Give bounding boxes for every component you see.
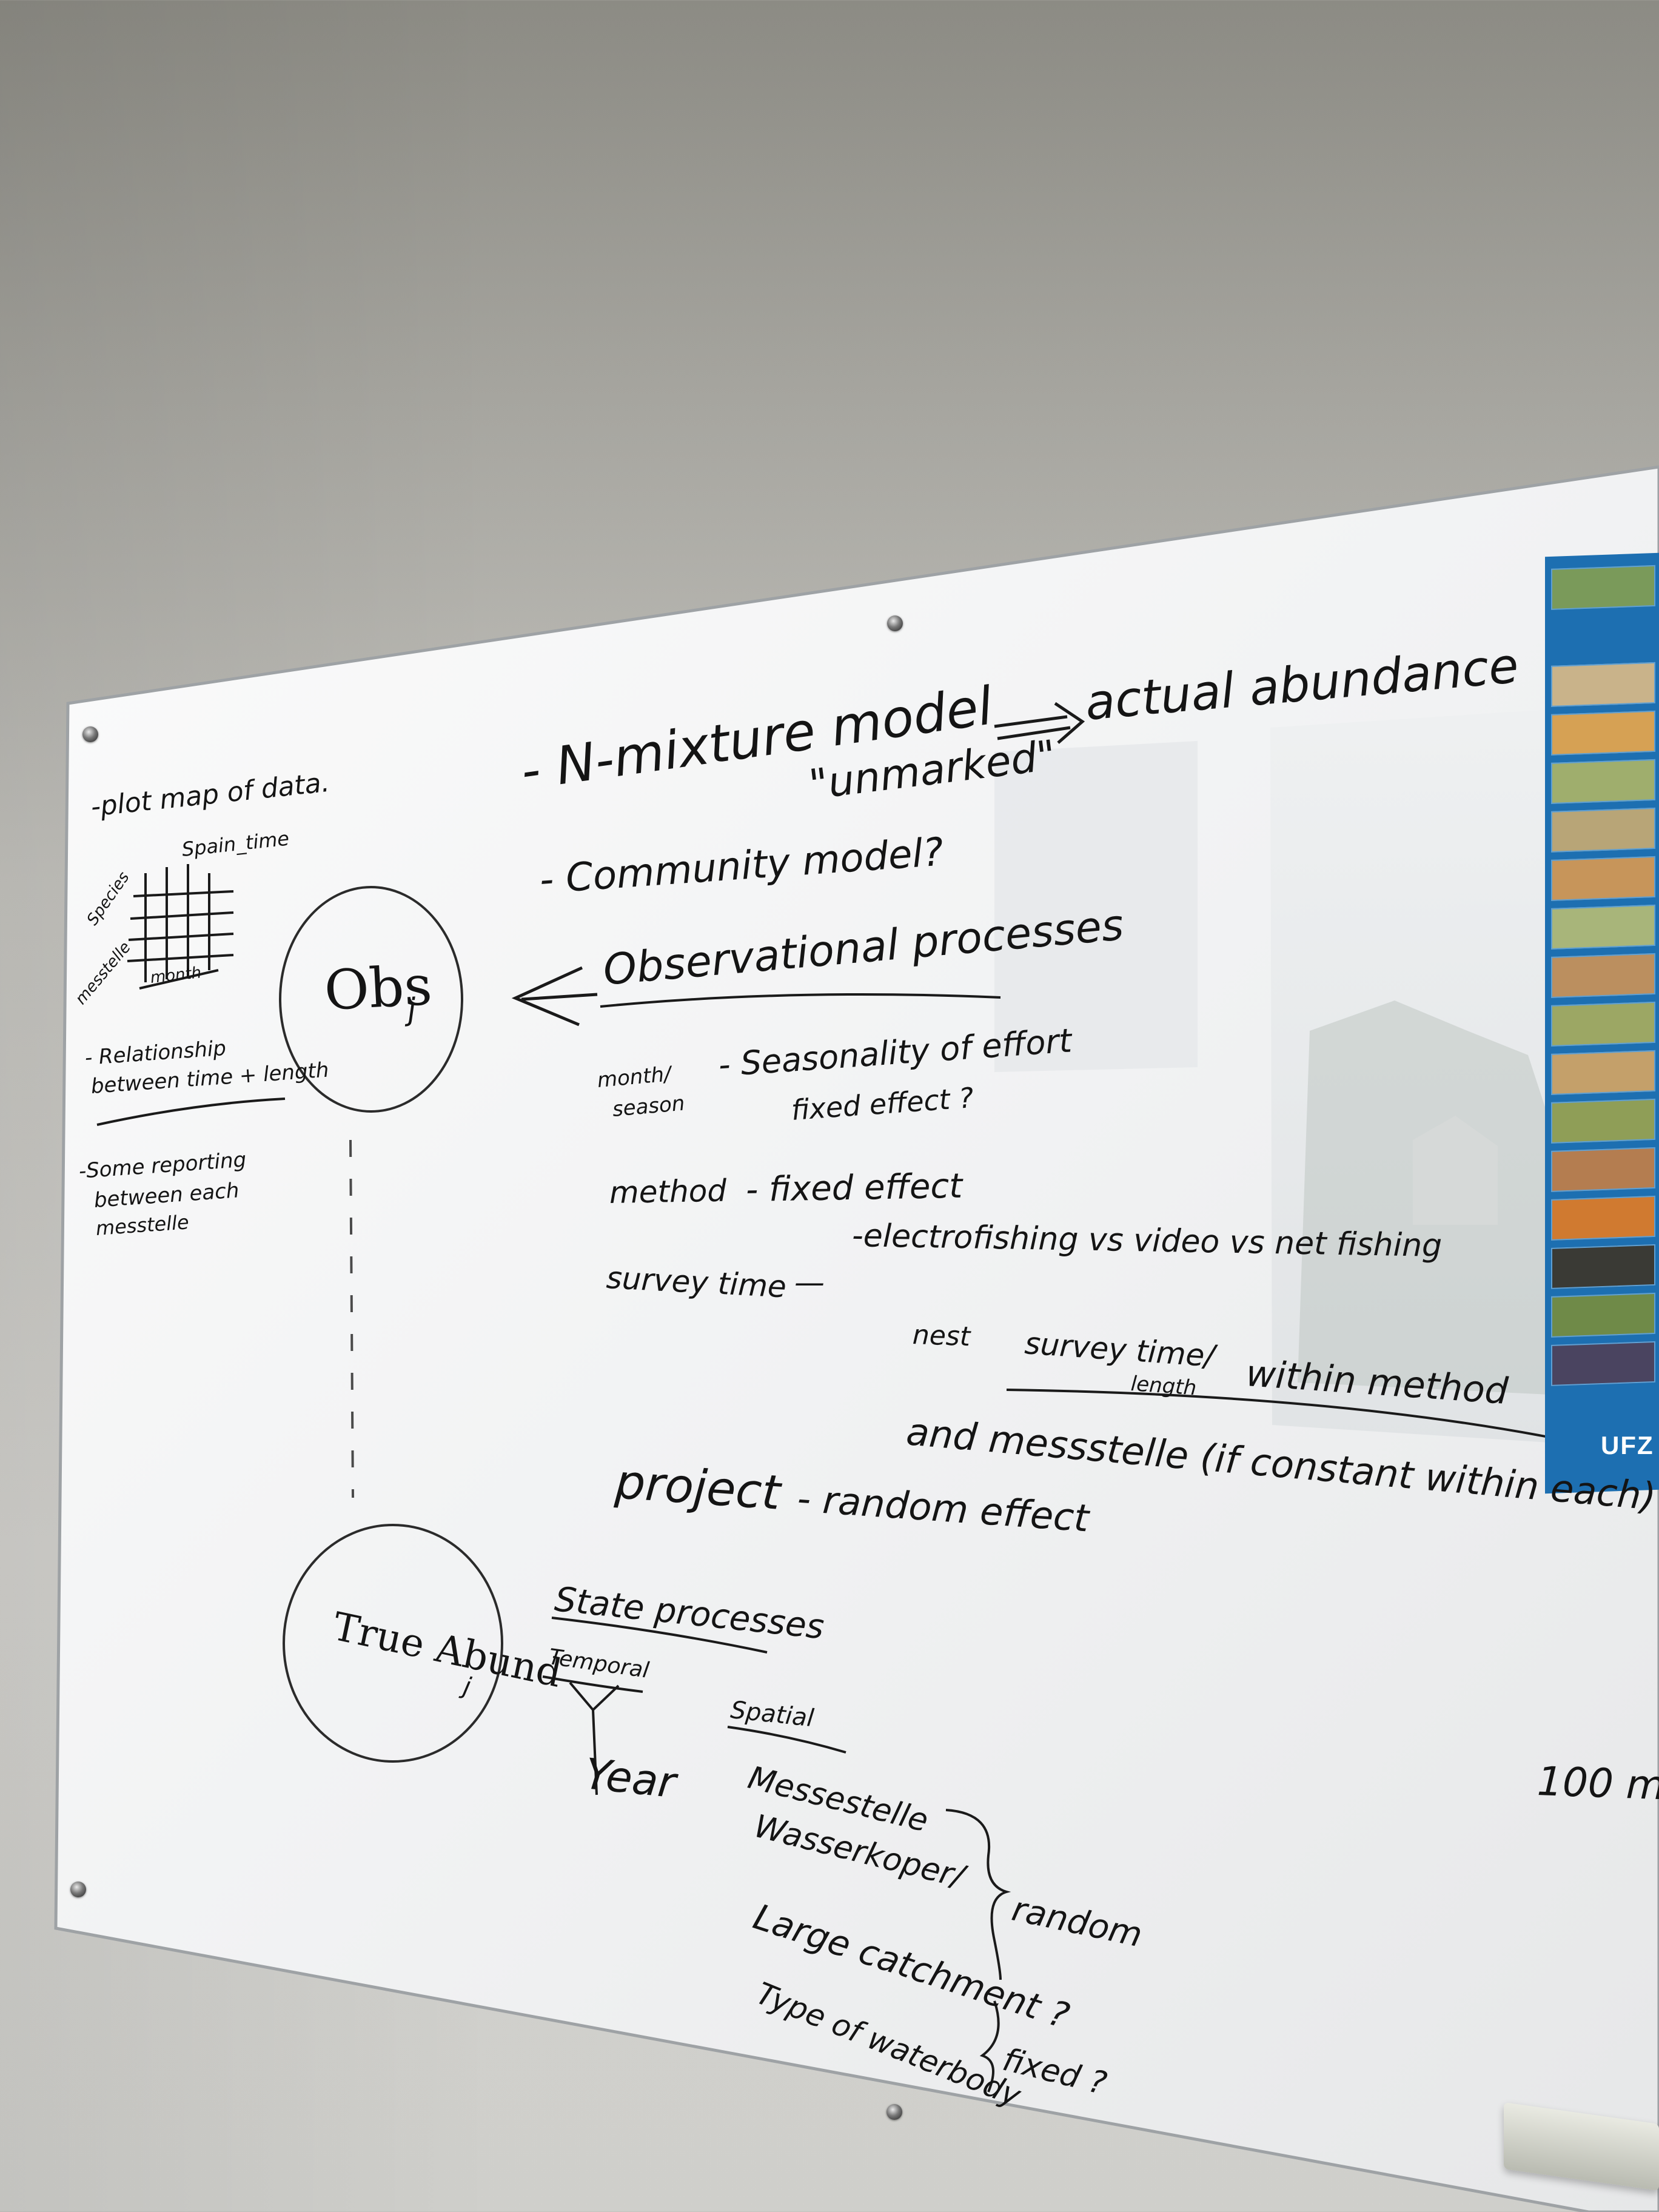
note-survey-time: survey time bbox=[605, 1260, 788, 1305]
fixed-brace bbox=[979, 2000, 1000, 2093]
poster-tile bbox=[1551, 1050, 1655, 1095]
random-brace bbox=[945, 1809, 1011, 1980]
implies-arrow-line-1 bbox=[994, 715, 1068, 728]
board-screw-top-center bbox=[887, 615, 903, 631]
window-reflection-left bbox=[994, 741, 1198, 1072]
poster-tile bbox=[1551, 1244, 1655, 1289]
note-month-season-2: season bbox=[611, 1091, 686, 1122]
obs-subscript: j bbox=[406, 991, 417, 1027]
board-screw-bottom-center bbox=[886, 2104, 902, 2120]
poster-tile bbox=[1551, 710, 1655, 756]
note-method: method bbox=[609, 1173, 727, 1210]
poster-tile bbox=[1551, 1292, 1655, 1338]
underline-observational bbox=[600, 993, 1001, 1008]
note-year: Year bbox=[582, 1749, 679, 1808]
observational-arrow bbox=[511, 966, 583, 1027]
board-screw-top-left bbox=[82, 726, 98, 742]
house-reflection bbox=[1413, 1116, 1498, 1225]
mini-grid-sketch bbox=[127, 864, 234, 990]
poster-tile bbox=[1551, 662, 1655, 707]
underline-state bbox=[551, 1617, 768, 1654]
poster-tile bbox=[1551, 1341, 1655, 1386]
poster-tile bbox=[1551, 904, 1655, 950]
poster-tile bbox=[1551, 953, 1655, 998]
year-branch bbox=[569, 1681, 620, 1795]
underline-relationship bbox=[96, 1098, 286, 1126]
obs-circle bbox=[279, 886, 463, 1113]
note-survey-time-dash: — bbox=[794, 1265, 825, 1300]
butterfly-poster bbox=[1545, 552, 1659, 1494]
poster-tile bbox=[1551, 1001, 1655, 1047]
note-nest: nest bbox=[912, 1319, 971, 1353]
poster-tile bbox=[1551, 759, 1655, 804]
underline-temporal bbox=[542, 1675, 643, 1693]
obs-label: Obs bbox=[323, 953, 434, 1023]
note-fixed-effect: - fixed effect bbox=[745, 1166, 963, 1210]
note-length-word: length bbox=[1130, 1372, 1198, 1401]
implies-arrow-line-2 bbox=[997, 726, 1071, 740]
poster-tile bbox=[1551, 565, 1655, 610]
true-abund-circle bbox=[283, 1524, 503, 1763]
board-surface bbox=[54, 465, 1659, 2212]
underline-spatial bbox=[727, 1726, 846, 1754]
note-project: project bbox=[613, 1455, 782, 1521]
poster-tile bbox=[1551, 856, 1655, 901]
poster-tile bbox=[1551, 1098, 1655, 1144]
board-screw-bottom-left bbox=[70, 1882, 86, 1897]
underline-survey-time bbox=[1006, 1389, 1565, 1441]
note-month-season-1: month/ bbox=[596, 1062, 672, 1093]
note-some-reporting-3: messtelle bbox=[95, 1210, 190, 1240]
poster-logo: UFZ bbox=[1601, 1431, 1654, 1460]
poster-tile bbox=[1551, 1195, 1655, 1241]
poster-tile bbox=[1551, 807, 1655, 853]
implies-arrow-head bbox=[1054, 702, 1085, 744]
note-hundred: 100 m bbox=[1536, 1758, 1659, 1809]
observational-arrow-shaft bbox=[521, 993, 598, 1001]
poster-tile bbox=[1551, 1147, 1655, 1192]
